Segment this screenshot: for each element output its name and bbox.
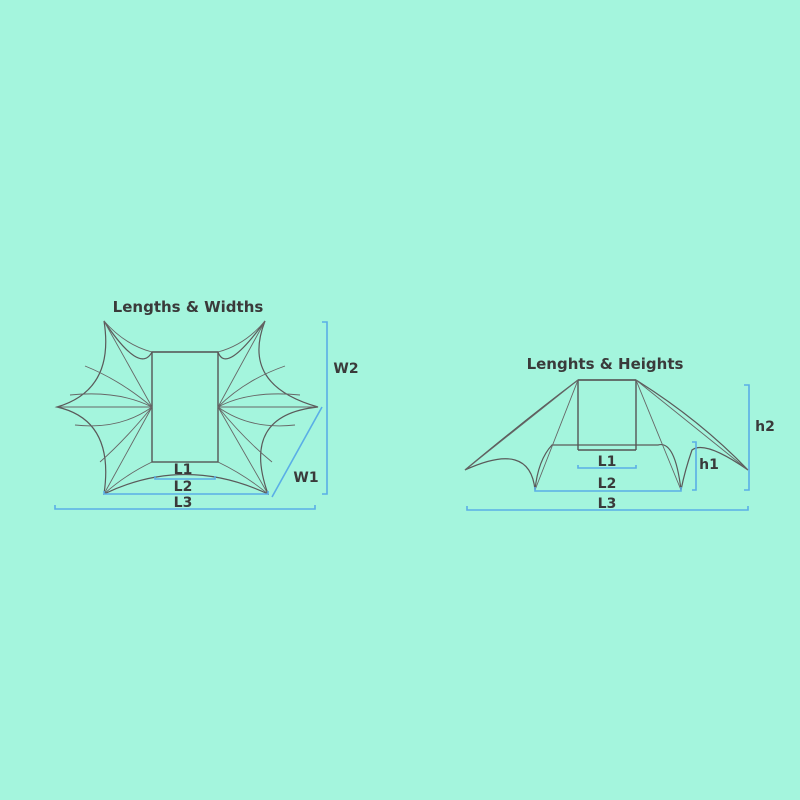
side-dim-line-h2 <box>744 384 750 491</box>
side-view-frame <box>464 379 749 491</box>
side-dim-line-h1 <box>692 441 697 491</box>
top-view-canopy-outline <box>54 320 319 496</box>
top-view-title: Lengths & Widths <box>113 298 264 316</box>
side-view-canopy-outline <box>464 379 749 491</box>
top-view-right-ribs <box>217 320 318 495</box>
side-view-dimensions <box>466 384 750 511</box>
label-w1: W1 <box>293 470 318 486</box>
side-dim-line-l3 <box>466 506 749 511</box>
dim-line-w2 <box>322 321 328 495</box>
dim-line-l2 <box>103 491 269 495</box>
side-label-h2: h2 <box>755 419 775 435</box>
side-dim-line-l2 <box>534 487 682 492</box>
side-view-title: Lenghts & Heights <box>527 355 684 373</box>
top-view-diagram: Lengths & Widths <box>54 298 359 511</box>
label-l1: L1 <box>174 462 193 478</box>
side-label-l1: L1 <box>598 454 617 470</box>
top-view-left-ribs <box>57 320 153 495</box>
label-w2: W2 <box>333 361 358 377</box>
dim-line-w1 <box>271 406 323 498</box>
label-l3: L3 <box>174 495 193 511</box>
side-label-l3: L3 <box>598 496 617 512</box>
top-view-dimensions <box>54 321 328 510</box>
side-label-h1: h1 <box>699 457 719 473</box>
side-dim-line-l1 <box>577 465 637 469</box>
side-label-l2: L2 <box>598 476 617 492</box>
dim-line-l1 <box>154 476 216 480</box>
side-view-diagram: Lenghts & Heights <box>464 355 775 512</box>
label-l2: L2 <box>174 479 193 495</box>
top-view-center-frame <box>151 351 219 463</box>
dim-line-l3 <box>54 505 316 510</box>
